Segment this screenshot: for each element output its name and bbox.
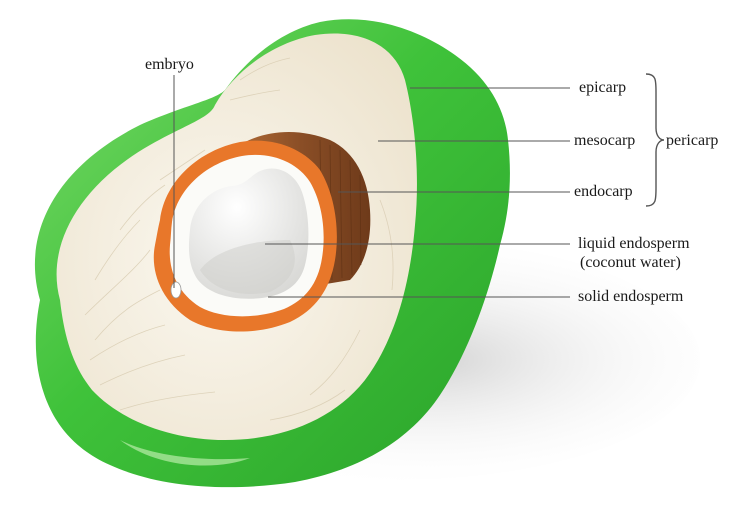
embryo-label: embryo [145,56,194,74]
embryo-mark [171,282,181,298]
solid-endosperm-label: solid endosperm [578,288,683,306]
pericarp-label: pericarp [666,132,718,150]
pericarp-bracket [646,74,664,206]
coconut-water-label: (coconut water) [580,254,681,272]
liquid-endosperm-label: liquid endosperm [578,235,690,253]
endocarp-label: endocarp [574,183,633,201]
mesocarp-label: mesocarp [574,132,635,150]
epicarp-label: epicarp [579,79,626,97]
